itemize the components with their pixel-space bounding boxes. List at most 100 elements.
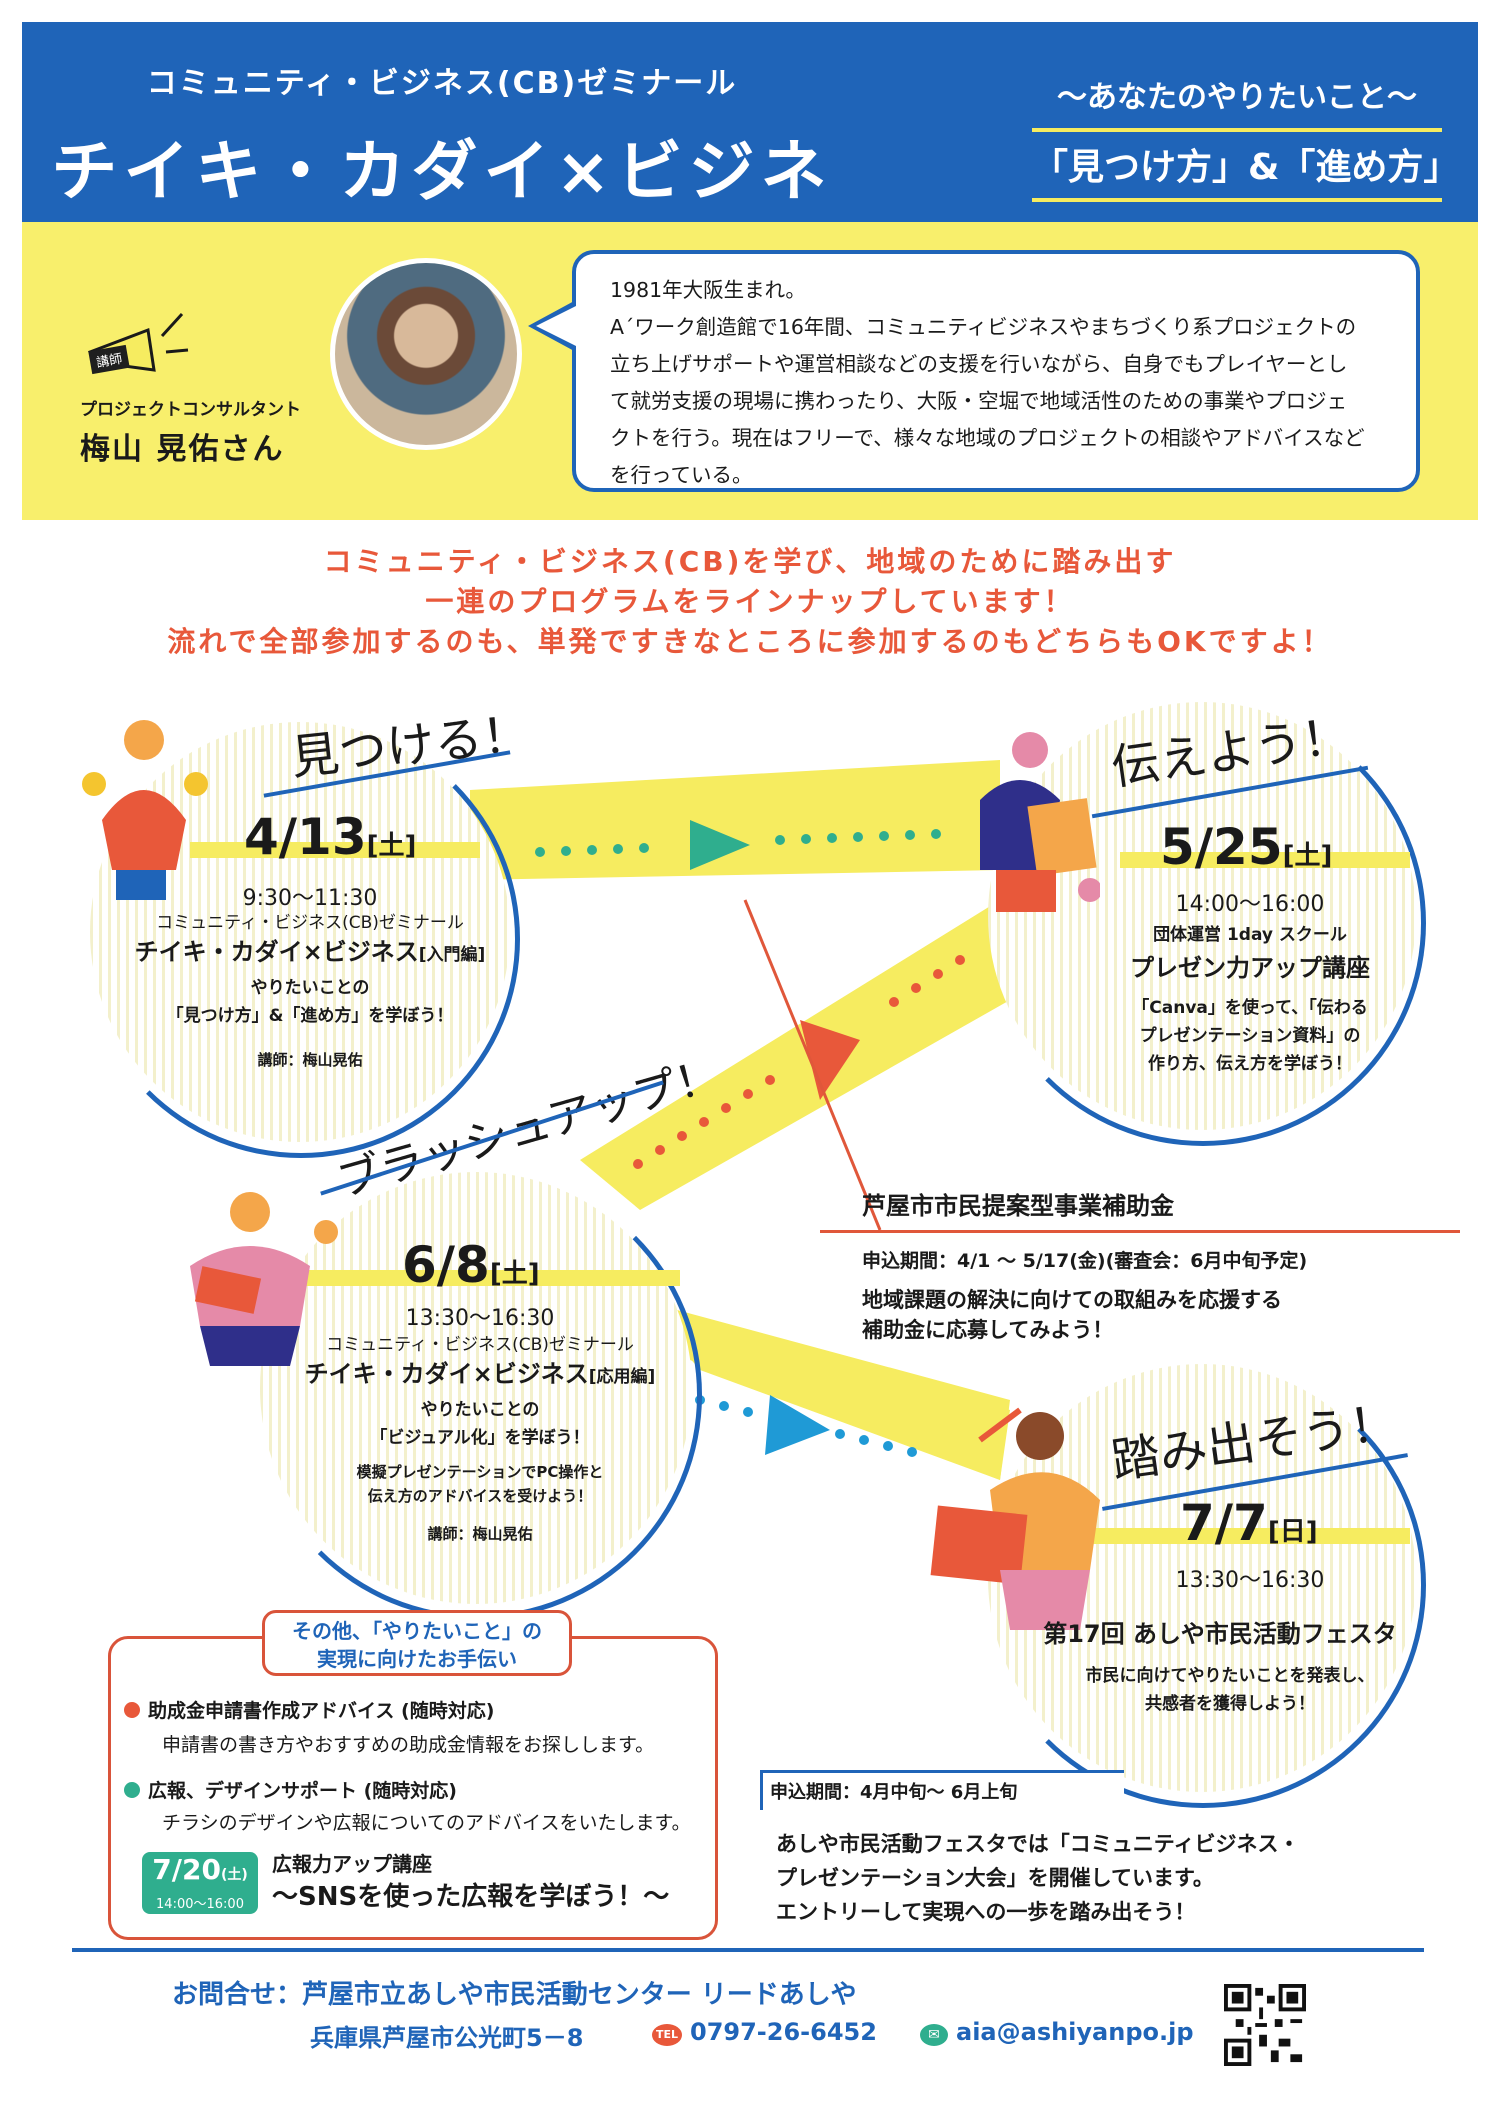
arrow-dots-2 [633, 955, 965, 1169]
intro-line-2: 一連のプログラムをラインナップしています！ [425, 585, 1075, 618]
step1-date: 4/13[土] [244, 808, 417, 866]
bio-line: を行っている。 [610, 463, 753, 487]
person-icon-4 [930, 1407, 1100, 1630]
mail-icon: ✉ [920, 2024, 948, 2046]
bio-line: て就労支援の現場に携わったり、大阪・空堀で地域活性のための事業やプロジェ [610, 389, 1348, 413]
subsidy-divider [820, 1230, 1460, 1233]
bio-line: A´ワーク創造館で16年間、コミュニティビジネスやまちづくり系プロジェクトの [610, 315, 1357, 339]
speaker-photo [330, 258, 522, 450]
support-item2-desc: チラシのデザインや広報についてのアドバイスをいたします。 [162, 1812, 691, 1834]
extra-date-badge: 7/20(土) 14:00〜16:00 [142, 1852, 258, 1914]
step3-lecturer: 講師：梅山晃佑 [427, 1525, 533, 1543]
bio-line: 立ち上げサポートや運営相談などの支援を行いながら、自身でもプレイヤーとし [610, 352, 1348, 376]
support-item1-desc: 申請書の書き方やおすすめの助成金情報をお探しします。 [162, 1734, 655, 1756]
subsidy-desc2: 補助金に応募してみよう！ [862, 1318, 1114, 1342]
tagline-divider-bottom [1032, 198, 1442, 202]
step3-desc4: 伝え方のアドバイスを受けよう！ [367, 1487, 593, 1505]
footer-email[interactable]: aia@ashiyanpo.jp [956, 2018, 1194, 2046]
bio-line: クトを行う。現在はフリーで、様々な地域のプロジェクトの相談やアドバイスなど [610, 426, 1365, 450]
support-item1-title: 助成金申請書作成アドバイス (随時対応) [148, 1700, 495, 1722]
intro-line-3: 流れで全部参加するのも、単発ですきなところに参加するのもどちらもOKですよ！ [167, 625, 1333, 658]
festa-period-frame [760, 1770, 1124, 1810]
footer-tel[interactable]: 0797-26-6452 [690, 2018, 877, 2046]
step2-desc2: プレゼンテーション資料」の [1139, 1026, 1361, 1046]
extra-dow: (土) [220, 1867, 248, 1883]
person-icon-3 [190, 1192, 338, 1366]
step4-time: 13:30〜16:30 [1175, 1568, 1325, 1593]
bubble-tail-inner [536, 306, 576, 346]
support-item2-title: 広報、デザインサポート (随時対応) [148, 1780, 457, 1802]
festa-desc3: エントリーして実現への一歩を踏み出そう！ [776, 1900, 1196, 1924]
subsidy-period: 申込期間：4/1 〜 5/17(金)(審査会：6月中旬予定) [862, 1250, 1308, 1272]
step4-date: 7/7[日] [1180, 1494, 1318, 1552]
step3-desc3: 模擬プレゼンテーションでPC操作と [356, 1463, 604, 1481]
person-icon-2 [980, 732, 1100, 912]
festa-desc2: プレゼンテーション大会」を開催しています。 [776, 1866, 1214, 1890]
festa-period: 申込期間：4月中旬〜 6月上旬 [770, 1782, 1018, 1803]
step1-desc2: 「見つけ方」&「進め方」を学ぼう！ [166, 1006, 454, 1026]
connector-line [743, 899, 882, 1231]
step1-series: コミュニティ・ビジネス(CB)ゼミナール [156, 913, 464, 933]
header-subtitle: コミュニティ・ビジネス(CB)ゼミナール [146, 66, 738, 101]
header-tagline: 〜あなたのやりたいこと〜 [1057, 80, 1417, 115]
footer-contact: お問合せ：芦屋市立あしや市民活動センター リードあしや [172, 1980, 857, 2010]
bio-line: 1981年大阪生まれ。 [610, 278, 806, 302]
step1-ring [82, 720, 520, 1158]
speaker-name: 梅山 晃佑さん [80, 432, 285, 467]
extra-date: 7/20 [152, 1853, 221, 1886]
support-title: その他、「やりたいこと」の 実現に向けたお手伝い [262, 1610, 572, 1676]
step2-ring [980, 700, 1426, 1146]
intro-line-1: コミュニティ・ビジネス(CB)を学び、地域のために踏み出す [323, 545, 1177, 578]
arrow-left-red [800, 1020, 860, 1100]
step1-desc1: やりたいことの [250, 978, 370, 998]
step2-title: プレゼン力アップ講座 [1130, 954, 1370, 982]
step1-time: 9:30〜11:30 [242, 886, 378, 911]
qr-code-icon[interactable] [1224, 1984, 1306, 2066]
subsidy-title: 芦屋市市民提案型事業補助金 [862, 1192, 1174, 1220]
person-icon-1 [82, 720, 208, 900]
step4-desc2: 共感者を獲得しよう！ [1145, 1694, 1315, 1714]
step2-date: 5/25[土] [1160, 818, 1333, 876]
arrow-dots-1 [535, 829, 941, 857]
footer-address: 兵庫県芦屋市公光町5－8 [310, 2024, 584, 2052]
step3-desc2: 「ビジュアル化」を学ぼう！ [370, 1428, 590, 1448]
step3-desc1: やりたいことの [420, 1400, 540, 1420]
speaker-role: プロジェクトコンサルタント [80, 400, 301, 420]
step1-highlight [190, 842, 480, 858]
step3-time: 13:30〜16:30 [405, 1306, 555, 1331]
step3-date: 6/8[土] [402, 1236, 540, 1294]
arrow-right-blue [765, 1395, 830, 1455]
step4-highlight [1090, 1528, 1410, 1544]
step4-ring [980, 1362, 1426, 1808]
step2-time: 14:00〜16:00 [1175, 892, 1325, 917]
step1-circle [90, 722, 510, 1142]
footer-divider [72, 1948, 1424, 1952]
bullet-red [124, 1702, 140, 1718]
step2-desc1: 「Canva」を使って、「伝わる [1132, 998, 1368, 1018]
extra-title: 広報力アップ講座 [272, 1852, 432, 1876]
extra-subtitle: 〜SNSを使った広報を学ぼう！〜 [272, 1882, 670, 1912]
speaker-bio-bubble: 1981年大阪生まれ。 A´ワーク創造館で16年間、コミュニティビジネスやまちづ… [572, 250, 1420, 492]
step1-lecturer: 講師：梅山晃佑 [257, 1051, 363, 1069]
bullet-green [124, 1782, 140, 1798]
extra-time: 14:00〜16:00 [156, 1897, 244, 1912]
support-title-line-1: その他、「やりたいこと」の [292, 1619, 542, 1643]
tagline-divider-top [1032, 128, 1442, 132]
step2-desc3: 作り方、伝え方を学ぼう！ [1148, 1054, 1352, 1074]
subsidy-desc1: 地域課題の解決に向けての取組みを応援する [862, 1288, 1282, 1312]
arrow-right-green [690, 820, 750, 870]
step3-circle [260, 1172, 692, 1604]
step1-title: チイキ・カダイ×ビジネス[入門編] [134, 938, 486, 966]
tel-icon: TEL [652, 2024, 682, 2046]
step2-highlight [1120, 852, 1410, 868]
step4-title: 第17回 あしや市民活動フェスタ [1043, 1620, 1397, 1648]
step3-title: チイキ・カダイ×ビジネス[応用編] [304, 1360, 656, 1388]
step2-series: 団体運営 1day スクール [1153, 925, 1347, 945]
support-title-line-2: 実現に向けたお手伝い [317, 1647, 517, 1671]
step4-desc1: 市民に向けてやりたいことを発表し、 [1085, 1666, 1375, 1686]
festa-desc1: あしや市民活動フェスタでは「コミュニティビジネス・ [776, 1832, 1300, 1856]
step3-highlight [300, 1270, 680, 1286]
header-tagline-2: 「見つけ方」&「進め方」 [1032, 147, 1460, 188]
step3-series: コミュニティ・ビジネス(CB)ゼミナール [326, 1335, 634, 1355]
